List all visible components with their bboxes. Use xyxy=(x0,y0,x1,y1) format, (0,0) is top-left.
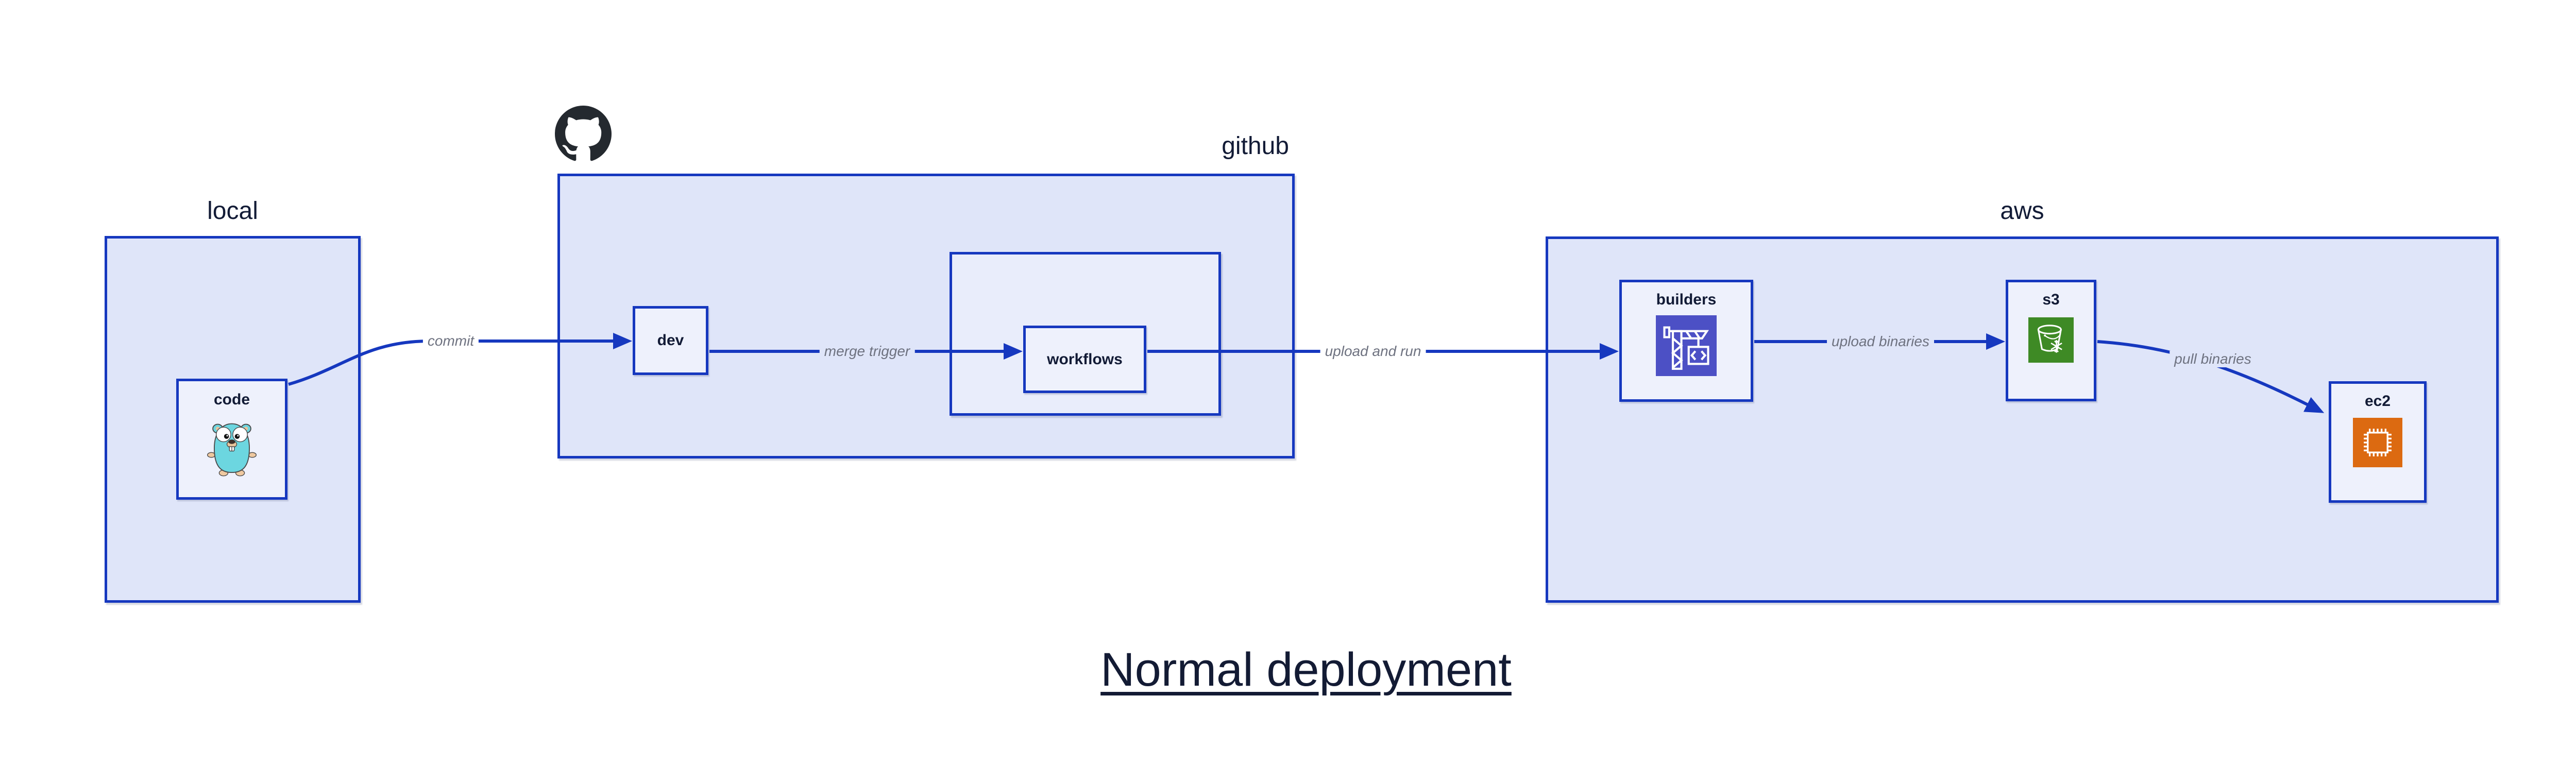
edge-label-upload-and-run: upload and run xyxy=(1320,343,1426,360)
zone-label-github: github xyxy=(1222,132,1289,160)
node-builders: builders xyxy=(1619,280,1753,402)
zone-label-local: local xyxy=(207,197,258,225)
go-gopher-icon xyxy=(205,415,259,481)
codebuild-crane-icon xyxy=(1655,315,1717,379)
github-octocat-logo-icon xyxy=(555,106,612,162)
node-s3-label: s3 xyxy=(2042,291,2060,308)
ec2-chip-icon xyxy=(2353,418,2402,470)
node-dev: dev xyxy=(633,306,708,375)
node-s3: s3 xyxy=(2006,280,2096,401)
node-dev-label: dev xyxy=(657,332,684,349)
node-ec2-label: ec2 xyxy=(2364,393,2391,410)
node-builders-label: builders xyxy=(1656,291,1717,308)
edge-label-upload-binaries: upload binaries xyxy=(1827,333,1934,350)
diagram-title: Normal deployment xyxy=(1100,643,1512,696)
edge-label-commit: commit xyxy=(422,333,479,349)
zone-label-aws: aws xyxy=(2000,197,2044,225)
node-workflows: workflows xyxy=(1023,326,1146,393)
edge-label-pull-binaries: pull binaries xyxy=(2170,351,2256,367)
s3-glacier-bucket-icon xyxy=(2028,317,2074,365)
node-code-label: code xyxy=(213,391,250,408)
edge-commit-line xyxy=(288,333,632,386)
edge-label-merge-trigger: merge trigger xyxy=(819,343,915,360)
node-code: code xyxy=(176,379,287,500)
node-workflows-label: workflows xyxy=(1047,350,1123,368)
node-ec2: ec2 xyxy=(2329,381,2427,503)
